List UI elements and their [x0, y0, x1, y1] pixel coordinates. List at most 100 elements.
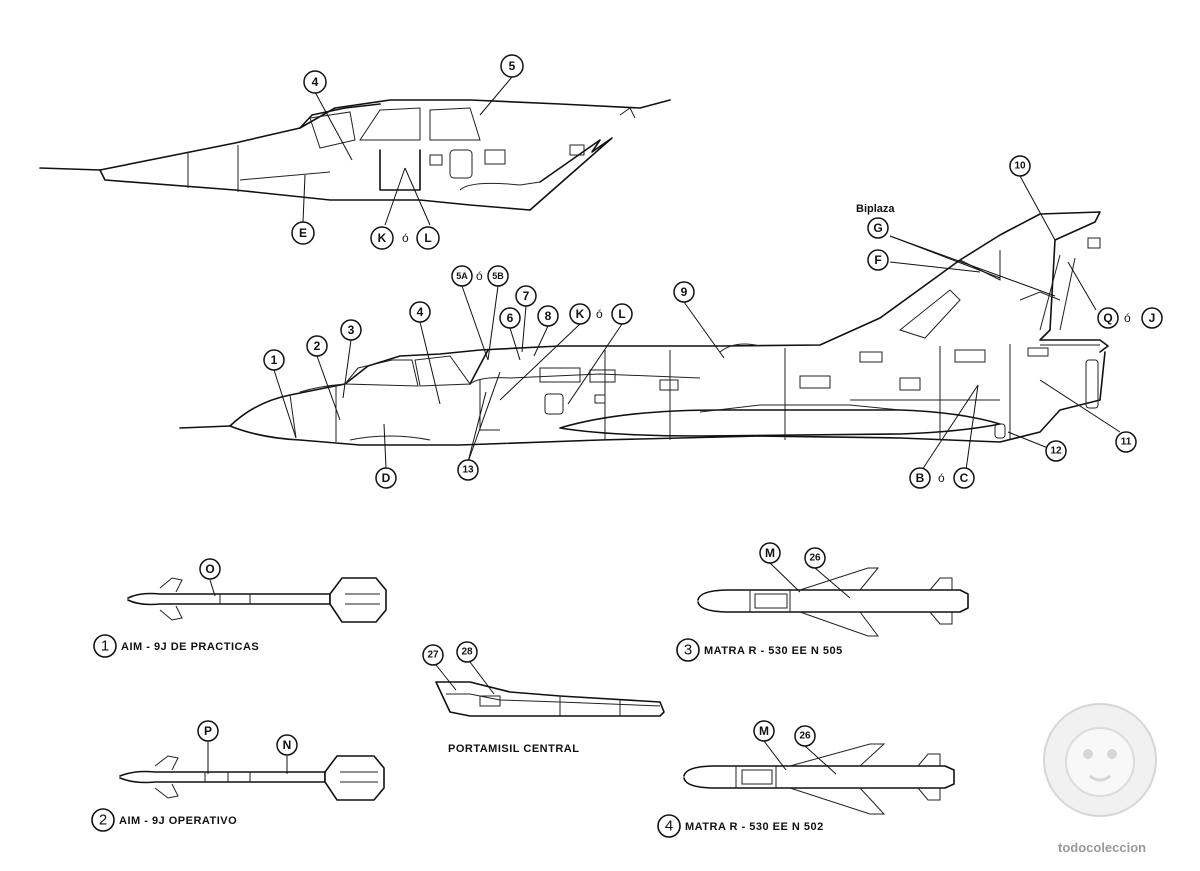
- callout-D: D: [375, 467, 397, 489]
- svg-text:3: 3: [348, 323, 355, 337]
- svg-text:4: 4: [312, 75, 319, 89]
- callout-C: C: [953, 467, 975, 489]
- matra-505-drawing: [697, 567, 969, 637]
- svg-text:C: C: [960, 471, 969, 485]
- callout-K-nose: K: [370, 226, 394, 250]
- callout-K: K: [569, 303, 591, 325]
- aircraft-side-view: [179, 211, 1109, 446]
- callout-P: P: [197, 720, 219, 742]
- weapon-2-label: AIM - 9J OPERATIVO: [119, 815, 237, 827]
- aim9j-operational-drawing: [119, 755, 385, 801]
- svg-text:1: 1: [271, 353, 278, 367]
- svg-text:8: 8: [545, 309, 552, 323]
- callout-4: 4: [409, 301, 431, 323]
- callout-N: N: [276, 734, 298, 756]
- callout-L: L: [611, 303, 633, 325]
- svg-text:13: 13: [462, 465, 474, 476]
- svg-text:11: 11: [1121, 437, 1132, 448]
- svg-text:P: P: [204, 724, 212, 738]
- watermark-lion-logo: [1043, 703, 1157, 817]
- callout-5B: 5B: [487, 265, 509, 287]
- svg-text:E: E: [299, 226, 307, 240]
- main-callouts: 1 2 3 4 5A ó 5B 6 7 8 K ó L 9 10 Biplaza…: [263, 155, 1163, 489]
- svg-text:28: 28: [461, 647, 473, 658]
- svg-text:N: N: [283, 738, 292, 752]
- svg-text:5: 5: [509, 59, 516, 73]
- svg-text:7: 7: [523, 289, 530, 303]
- weapon-2-number: 2: [91, 808, 115, 832]
- callout-7: 7: [515, 285, 537, 307]
- nose-callouts: 4 5 E K ó L: [291, 54, 524, 250]
- svg-text:27: 27: [427, 650, 439, 661]
- callout-26-502: 26: [794, 725, 816, 747]
- svg-text:26: 26: [799, 731, 811, 742]
- svg-text:10: 10: [1014, 161, 1026, 172]
- callout-E: E: [291, 221, 315, 245]
- callout-M-505: M: [759, 542, 781, 564]
- svg-text:4: 4: [417, 305, 424, 319]
- callout-F: F: [867, 249, 889, 271]
- svg-text:K: K: [378, 231, 387, 245]
- weapon-4-number: 4: [657, 814, 681, 838]
- callout-G: G: [867, 217, 889, 239]
- svg-text:L: L: [424, 231, 431, 245]
- svg-text:ó: ó: [596, 307, 603, 321]
- svg-text:ó: ó: [938, 471, 945, 485]
- biplaza-label: Biplaza: [856, 203, 895, 215]
- callout-5-nose: 5: [500, 54, 524, 78]
- weapon-1-label: AIM - 9J DE PRACTICAS: [121, 641, 259, 653]
- callout-Q: Q: [1097, 307, 1119, 329]
- svg-text:ó: ó: [1124, 311, 1131, 325]
- weapon-3-number: 3: [676, 638, 700, 662]
- matra-502-drawing: [683, 743, 955, 815]
- svg-text:K: K: [576, 307, 585, 321]
- svg-text:9: 9: [681, 285, 688, 299]
- callout-5A: 5A: [451, 265, 473, 287]
- svg-text:ó: ó: [476, 269, 483, 283]
- svg-text:Q: Q: [1103, 311, 1112, 325]
- svg-text:2: 2: [314, 339, 321, 353]
- aim9j-practice-drawing: [127, 577, 387, 623]
- or-label: ó: [402, 231, 409, 245]
- callout-28: 28: [456, 641, 478, 663]
- svg-text:L: L: [618, 307, 625, 321]
- callout-2: 2: [306, 335, 328, 357]
- callout-9: 9: [673, 281, 695, 303]
- callout-8: 8: [537, 305, 559, 327]
- weapon-4-label: MATRA R - 530 EE N 502: [685, 821, 824, 833]
- callout-1: 1: [263, 349, 285, 371]
- callout-11: 11: [1115, 431, 1137, 453]
- svg-text:O: O: [205, 562, 214, 576]
- callout-M-502: M: [753, 720, 775, 742]
- svg-text:J: J: [1149, 311, 1156, 325]
- svg-text:6: 6: [507, 311, 514, 325]
- svg-text:4: 4: [665, 818, 673, 835]
- callout-4-nose: 4: [303, 70, 327, 94]
- svg-text:M: M: [759, 724, 769, 738]
- weapon-3-label: MATRA R - 530 EE N 505: [704, 645, 843, 657]
- callout-12: 12: [1045, 440, 1067, 462]
- svg-text:D: D: [382, 471, 391, 485]
- nose-section-drawing: [39, 99, 671, 211]
- svg-text:F: F: [874, 253, 881, 267]
- callout-6: 6: [499, 307, 521, 329]
- callout-L-nose: L: [416, 226, 440, 250]
- svg-text:3: 3: [684, 642, 692, 659]
- svg-text:26: 26: [809, 553, 821, 564]
- callout-26-505: 26: [804, 547, 826, 569]
- callout-13: 13: [457, 459, 479, 481]
- svg-text:12: 12: [1050, 446, 1062, 457]
- svg-text:M: M: [765, 546, 775, 560]
- watermark-text: todocoleccion: [1058, 840, 1146, 855]
- callout-B: B: [909, 467, 931, 489]
- callout-J: J: [1141, 307, 1163, 329]
- svg-text:2: 2: [99, 812, 107, 829]
- svg-text:5B: 5B: [492, 271, 504, 281]
- svg-text:5A: 5A: [456, 271, 468, 281]
- svg-text:1: 1: [101, 638, 109, 655]
- svg-text:G: G: [873, 221, 882, 235]
- pylon-label: PORTAMISIL CENTRAL: [448, 743, 579, 755]
- weapon-1-number: 1: [93, 634, 117, 658]
